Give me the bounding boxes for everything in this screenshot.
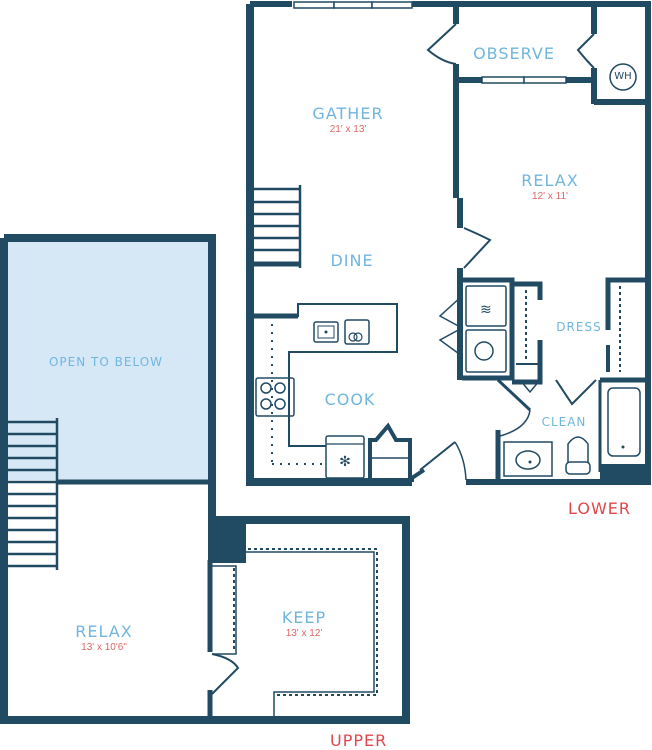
room-label-dine: DINE <box>330 251 374 270</box>
room-label-relax-upper: RELAX <box>75 622 133 641</box>
upper-level <box>0 234 410 724</box>
lower-outer-wall <box>412 1 651 485</box>
washer-drum-icon <box>474 341 494 361</box>
vanity-icon <box>503 441 553 477</box>
room-label-observe: OBSERVE <box>473 44 555 63</box>
window-icon <box>293 1 413 9</box>
room-dimensions-keep: 13' x 12' <box>285 628 323 639</box>
heat-waves-icon: ≋ <box>480 302 492 318</box>
sink-drain-icon <box>528 460 532 464</box>
washer-icon <box>465 329 507 373</box>
closet-outline <box>212 565 237 655</box>
entry-door <box>419 441 456 471</box>
refrigerator-icon <box>325 435 365 479</box>
stove-icon <box>255 377 295 417</box>
dishwasher-icon <box>344 319 370 345</box>
bath-sink-icon <box>515 450 541 470</box>
toilet-icon <box>567 436 589 471</box>
snowflake-icon: ✻ <box>339 454 351 470</box>
closet-door <box>519 379 541 394</box>
dress-wall <box>512 281 543 300</box>
door-swing <box>576 33 595 69</box>
level-label-upper: UPPER <box>330 731 388 750</box>
closet-rod <box>248 548 378 696</box>
water-heater-icon <box>609 63 637 91</box>
water-heater-label: WH <box>614 71 632 82</box>
dryer-icon <box>465 285 507 327</box>
bath-door-swing <box>499 409 531 437</box>
room-label-relax-lower: RELAX <box>521 171 579 190</box>
laundry-door <box>438 295 464 357</box>
toilet-icon <box>565 461 591 475</box>
bath-wall-block <box>600 464 648 482</box>
window-icon <box>481 76 567 84</box>
door-swing <box>211 653 240 695</box>
level-label-lower: LOWER <box>568 499 631 518</box>
pantry-wall <box>368 422 412 482</box>
kitchen-counter <box>254 303 398 447</box>
room-label-cook: COOK <box>324 390 376 409</box>
door-swing <box>463 227 492 269</box>
lower-level: ✻ ≋ <box>246 1 651 486</box>
room-label-clean: CLEAN <box>541 415 587 429</box>
entry-door-swing <box>454 441 467 481</box>
room-label-gather: GATHER <box>312 104 384 123</box>
laundry-closet-wall <box>462 277 515 381</box>
room-dimensions-gather: 21' x 13' <box>329 124 367 135</box>
kitchen-sink-icon <box>313 321 339 343</box>
stairs-icon <box>8 418 59 570</box>
closet-outline <box>246 551 375 716</box>
column-block <box>208 517 246 563</box>
upper-wall <box>4 234 216 520</box>
upper-outer-wall <box>0 238 410 724</box>
bath-door <box>555 379 597 406</box>
dress-wall <box>605 277 648 330</box>
room-label-open-to-below: OPEN TO BELOW <box>48 355 164 369</box>
dishwasher-icon <box>348 332 358 342</box>
room-label-keep: KEEP <box>281 608 327 627</box>
room-dimensions-relax-upper: 13' x 10'6" <box>81 642 127 653</box>
room-label-dress: DRESS <box>556 320 602 334</box>
lower-outer-wall <box>246 4 412 486</box>
room-dimensions-relax-lower: 12' x 11' <box>532 191 568 202</box>
bathtub-icon <box>607 387 641 457</box>
bath-door <box>496 378 532 412</box>
dishwasher-icon <box>353 332 363 342</box>
lower-wall <box>410 468 426 482</box>
open-to-below-area <box>8 242 208 480</box>
kitchen-sink-icon <box>317 325 335 339</box>
stairs-icon <box>254 185 302 268</box>
tub-drain-icon <box>621 445 625 449</box>
door-swing <box>426 23 457 65</box>
sink-drain-icon <box>324 330 328 334</box>
